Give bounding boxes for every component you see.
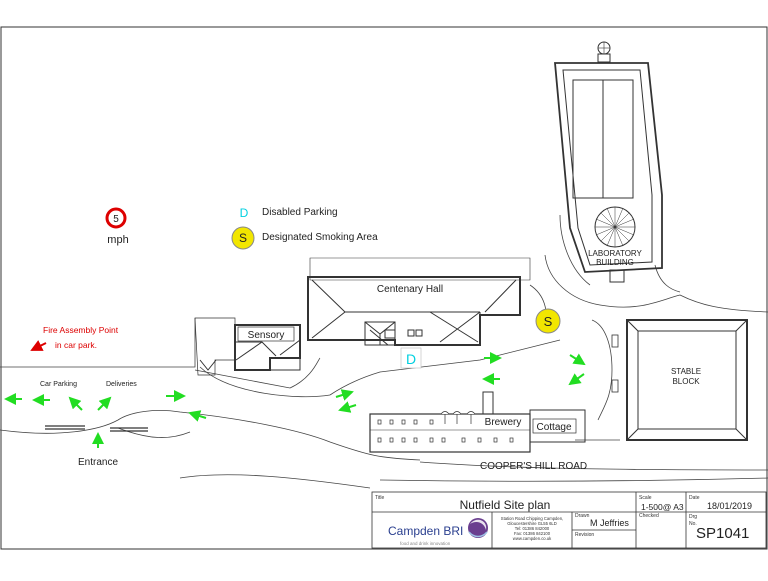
road-label: COOPER'S HILL ROAD [480, 461, 587, 472]
address-line: Gloucestershire GL55 6LD [507, 521, 557, 526]
drawn-value: M Jeffries [590, 518, 629, 528]
drawn-field-label: Drawn [575, 513, 590, 519]
company-address: Station Road Chipping Campden, Glouceste… [501, 516, 563, 541]
disabled-parking-label: Disabled Parking [262, 207, 338, 218]
arrow-down-right-icon [569, 353, 586, 366]
brewery-windows [377, 411, 514, 443]
checked-field-label: Checked [639, 513, 659, 519]
date-value: 18/01/2019 [707, 501, 752, 511]
traffic-arrows [4, 352, 586, 448]
laboratory-label-line1: LABORATORY [588, 249, 642, 258]
disabled-parking-icon: D [240, 206, 249, 220]
fire-assembly-line1: Fire Assembly Point [43, 325, 119, 335]
address-line: Tel: 01386 842000 [515, 526, 550, 531]
arrow-left-icon [338, 401, 357, 413]
smoking-area-marker-symbol: S [544, 314, 553, 329]
brewery-building [369, 391, 586, 453]
fire-assembly-line2: in car park. [55, 340, 97, 350]
date-field-label: Date [689, 495, 700, 501]
address-line: Station Road Chipping Campden, [501, 516, 563, 521]
brewery-label: Brewery [485, 417, 522, 428]
centenary-hall [307, 257, 531, 346]
road-network [0, 214, 768, 489]
disabled-parking-marker-icon: D [406, 351, 416, 367]
arrow-right-icon [335, 389, 354, 401]
arrow-down-left-icon [568, 373, 585, 386]
scale-field-label: Scale [639, 495, 652, 501]
title-field-label: Title [375, 495, 384, 501]
stable-label-line1: STABLE [671, 367, 701, 376]
scale-value: 1-500@ A3 [641, 502, 684, 512]
smoking-area-marker-icon [535, 308, 561, 334]
speed-limit-unit: mph [107, 234, 128, 246]
company-logo-icon [468, 518, 488, 538]
smoking-area-icon [231, 226, 255, 250]
title-block-text: Title Nutfield Site plan Scale 1-500@ A3… [375, 495, 752, 546]
cottage-label: Cottage [536, 422, 571, 433]
arrow-left-icon [188, 410, 207, 422]
sensory-label: Sensory [248, 330, 285, 341]
arrow-up-left-icon [68, 396, 83, 411]
drawing-number-label-1: Drg [689, 514, 697, 520]
revision-field-label: Revision [575, 532, 594, 538]
entrance-label: Entrance [78, 457, 118, 468]
drawing-number-label-2: No. [689, 521, 697, 527]
company-name: Campden BRI [388, 524, 463, 538]
cottage-label-box [532, 418, 577, 434]
disabled-marker-box [400, 347, 422, 369]
centenary-hall-label: Centenary Hall [377, 284, 443, 295]
speed-limit-sign-icon [105, 207, 127, 229]
legend: 5 mph D Disabled Parking S Designated Sm… [105, 206, 378, 250]
stable-label-line2: BLOCK [672, 377, 700, 386]
speed-limit-value: 5 [113, 214, 119, 225]
drawing-border [0, 26, 768, 550]
arrow-up-right-icon [97, 396, 112, 411]
address-line: www.campden.co.uk [513, 536, 552, 541]
title-block [371, 491, 767, 549]
car-parking-label: Car Parking [40, 381, 77, 388]
fire-assembly-arrow-icon [30, 340, 47, 351]
address-line: Fax: 01386 842100 [514, 531, 551, 536]
laboratory-building [554, 41, 663, 283]
company-tagline: food and drink innovation [400, 541, 451, 546]
drawing-title: Nutfield Site plan [460, 498, 551, 512]
parking-marks [45, 425, 148, 432]
sensory-building [194, 317, 301, 376]
drawing-number: SP1041 [696, 525, 749, 542]
smoking-area-symbol: S [239, 231, 247, 245]
stable-block [611, 319, 748, 441]
deliveries-label: Deliveries [106, 381, 137, 388]
smoking-area-label: Designated Smoking Area [262, 232, 378, 243]
laboratory-label-line2: BUILDING [596, 258, 634, 267]
sensory-label-box [237, 326, 295, 342]
